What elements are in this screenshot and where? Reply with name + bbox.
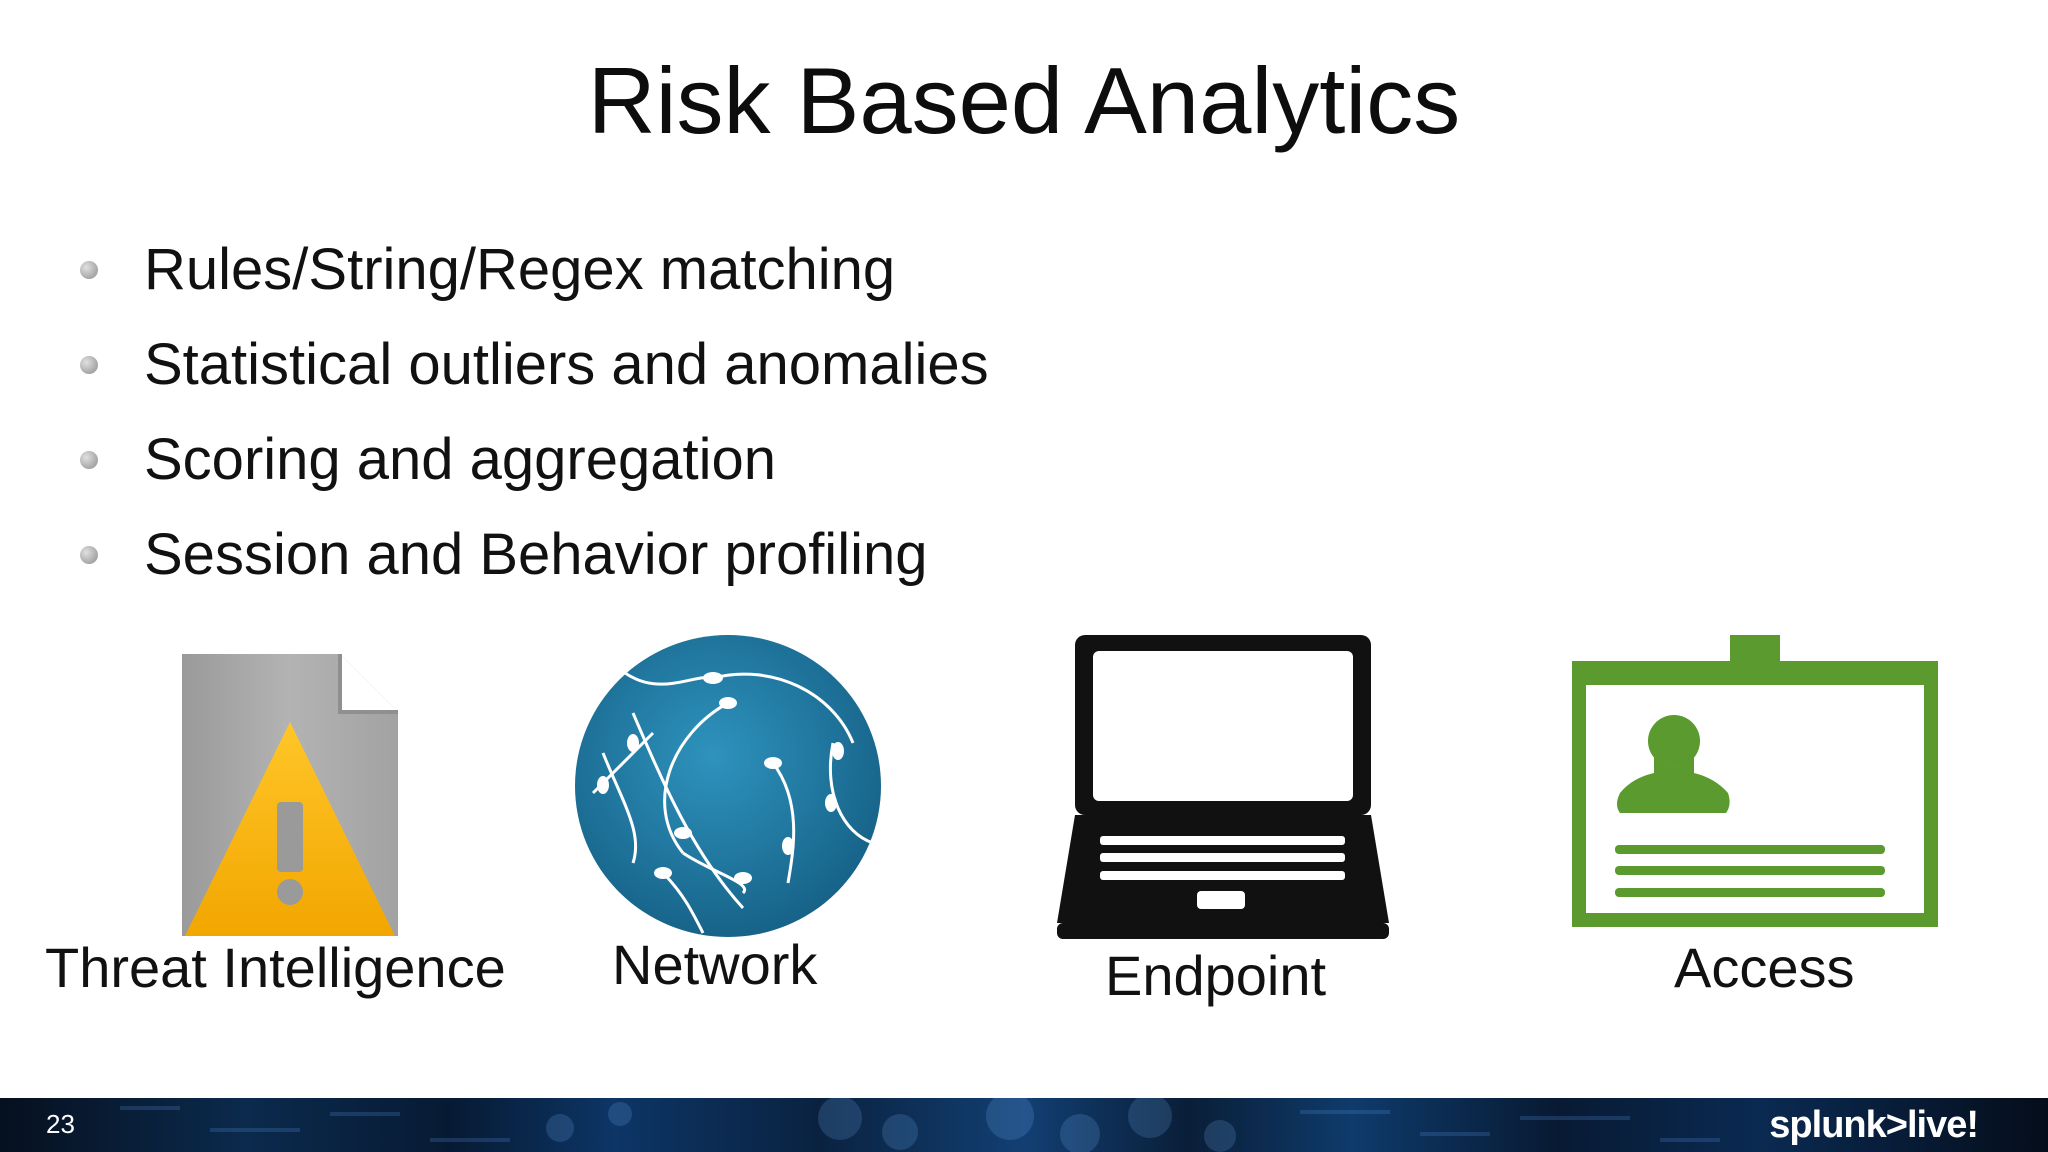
warning-document-icon <box>180 652 400 938</box>
bullet-item: Rules/String/Regex matching <box>70 222 989 317</box>
bullet-item: Statistical outliers and anomalies <box>70 317 989 412</box>
slide-title: Risk Based Analytics <box>587 48 1461 153</box>
bullet-dot-icon <box>80 260 98 279</box>
icon-label-threat-intelligence: Threat Intelligence <box>45 936 506 999</box>
bullet-text: Scoring and aggregation <box>144 427 777 492</box>
bullet-dot-icon <box>80 450 98 469</box>
bullet-text: Rules/String/Regex matching <box>144 237 896 302</box>
globe-network-icon <box>573 633 883 939</box>
bullet-item: Scoring and aggregation <box>70 412 989 507</box>
icon-label-endpoint: Endpoint <box>1105 944 1327 1007</box>
laptop-icon <box>1055 633 1390 941</box>
icon-label-network: Network <box>612 933 818 996</box>
footer-band <box>0 1098 2048 1152</box>
bullet-item: Session and Behavior profiling <box>70 507 989 602</box>
bullet-text: Session and Behavior profiling <box>144 522 928 587</box>
bullet-dot-icon <box>80 355 98 374</box>
bullet-text: Statistical outliers and anomalies <box>144 332 989 397</box>
splunk-live-logo: splunk>live! <box>1769 1104 1979 1146</box>
page-number: 23 <box>46 1109 75 1139</box>
footer-pattern-decoration <box>0 1098 2048 1152</box>
id-badge-icon <box>1570 633 1940 931</box>
icon-label-access: Access <box>1674 936 1855 999</box>
bullet-dot-icon <box>80 545 98 564</box>
bullet-list: Rules/String/Regex matching Statistical … <box>70 222 989 602</box>
